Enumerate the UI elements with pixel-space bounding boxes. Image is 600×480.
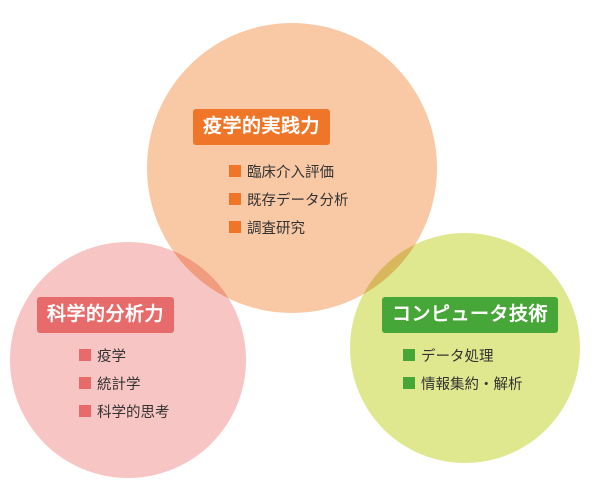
science-list-wrap: 疫学 統計学 科学的思考 xyxy=(79,344,170,428)
tech-list-wrap: データ処理 情報集約・解析 xyxy=(403,344,523,400)
list-item: 統計学 xyxy=(79,372,170,394)
bullet-square-icon xyxy=(229,165,241,177)
practice-list-wrap: 臨床介入評価 既存データ分析 調査研究 xyxy=(229,160,349,244)
practice-circle xyxy=(147,23,437,313)
bullet-square-icon xyxy=(79,377,91,389)
bullet-square-icon xyxy=(229,221,241,233)
practice-list: 臨床介入評価 既存データ分析 調査研究 xyxy=(229,160,349,238)
tech-list: データ処理 情報集約・解析 xyxy=(403,344,523,394)
list-item: 疫学 xyxy=(79,344,170,366)
tech-title: コンピュータ技術 xyxy=(382,297,559,333)
bullet-square-icon xyxy=(403,377,415,389)
list-item-label: 臨床介入評価 xyxy=(247,164,334,181)
list-item-label: 科学的思考 xyxy=(97,404,170,421)
bullet-square-icon xyxy=(79,349,91,361)
list-item-label: 統計学 xyxy=(97,376,141,393)
science-title: 科学的分析力 xyxy=(37,297,175,333)
bullet-square-icon xyxy=(403,349,415,361)
list-item: 臨床介入評価 xyxy=(229,160,349,182)
list-item-label: 情報集約・解析 xyxy=(421,376,523,393)
science-list: 疫学 統計学 科学的思考 xyxy=(79,344,170,422)
list-item: データ処理 xyxy=(403,344,523,366)
list-item-label: 疫学 xyxy=(97,348,126,365)
list-item: 調査研究 xyxy=(229,216,349,238)
bullet-square-icon xyxy=(229,193,241,205)
list-item: 情報集約・解析 xyxy=(403,372,523,394)
list-item-label: 調査研究 xyxy=(247,220,305,237)
list-item: 既存データ分析 xyxy=(229,188,349,210)
list-item-label: データ処理 xyxy=(421,348,494,365)
practice-group: 疫学的実践力 xyxy=(193,109,331,145)
list-item-label: 既存データ分析 xyxy=(247,192,349,209)
science-group: 科学的分析力 xyxy=(37,297,175,333)
practice-title: 疫学的実践力 xyxy=(193,109,331,145)
tech-group: コンピュータ技術 xyxy=(382,297,559,333)
bullet-square-icon xyxy=(79,405,91,417)
tech-circle xyxy=(350,233,580,463)
list-item: 科学的思考 xyxy=(79,400,170,422)
